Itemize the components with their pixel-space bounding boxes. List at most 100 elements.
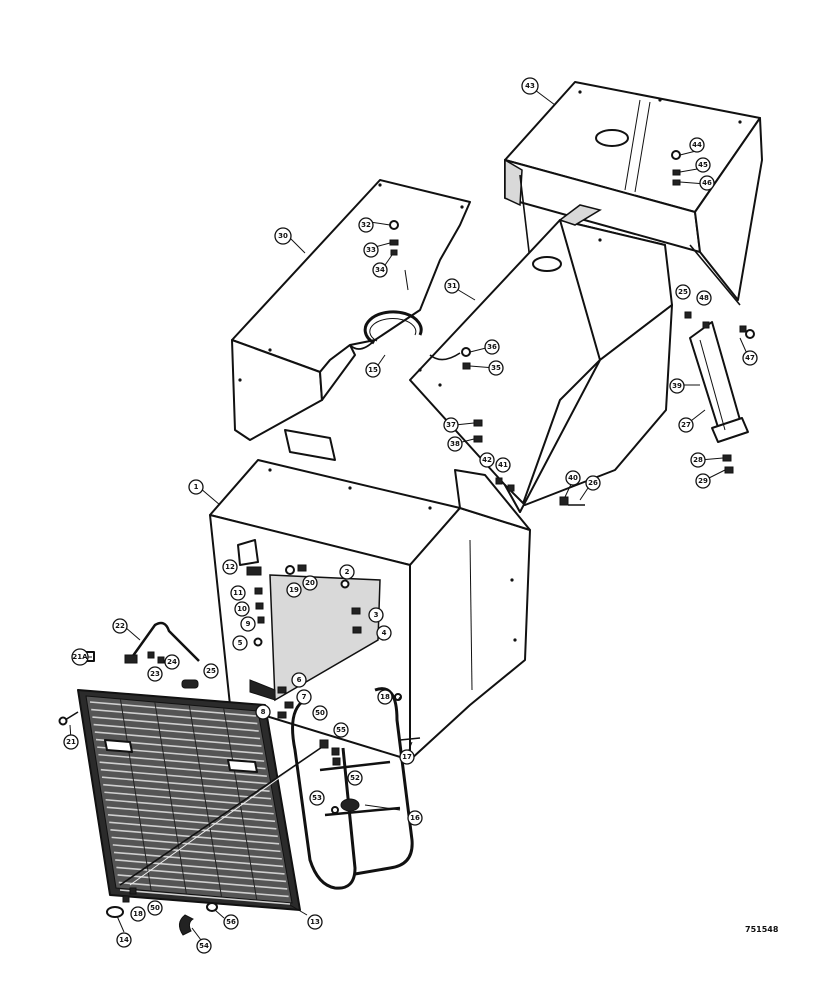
- callout-label: 43: [525, 82, 535, 90]
- callout-label: 40: [568, 474, 578, 482]
- callout-label: 9: [246, 620, 251, 628]
- callout: 50: [312, 705, 328, 721]
- callout-label: 56: [226, 918, 236, 926]
- callout-label: 33: [366, 246, 376, 254]
- callout: 43: [521, 77, 539, 95]
- callout: 11: [230, 585, 246, 601]
- callout-label: 25: [206, 667, 216, 675]
- callout: 34: [372, 262, 388, 278]
- grille-divider: [119, 698, 152, 892]
- grille-slat: [91, 708, 258, 725]
- callout-label: 18: [380, 693, 390, 701]
- callout-label: 1: [194, 483, 199, 491]
- callout: 47: [742, 350, 758, 366]
- callout-label: 23: [150, 670, 160, 678]
- callout: 50: [147, 900, 163, 916]
- grille-slat: [103, 783, 272, 800]
- callout-label: 11: [233, 589, 243, 597]
- callout-label: 6: [297, 676, 302, 684]
- callout-label: 13: [310, 918, 320, 926]
- callout: 9: [240, 616, 256, 632]
- callout-label: 48: [699, 294, 709, 302]
- callout: 18: [130, 906, 146, 922]
- grille-slat: [117, 874, 288, 890]
- rear-hood-panel: [504, 81, 763, 306]
- callout: 39: [669, 378, 685, 394]
- callout-label: 45: [698, 161, 708, 169]
- grille-slat: [111, 836, 281, 853]
- grille-slat: [104, 791, 273, 808]
- callout: 32: [358, 217, 374, 233]
- callout: 19: [286, 582, 302, 598]
- grille-slat: [109, 821, 278, 838]
- callout: 5: [232, 635, 248, 651]
- callout-label: 4: [382, 629, 387, 637]
- callout-label: 19: [289, 586, 299, 594]
- callout: 1: [188, 479, 204, 495]
- grille-slat: [92, 716, 259, 732]
- callout-label: 42: [482, 456, 492, 464]
- callout: 48: [696, 290, 712, 306]
- callout: 8: [255, 704, 271, 720]
- callout: 52: [347, 770, 363, 786]
- callout: 30: [274, 227, 292, 245]
- callout-labels: 43 44 45 46 30 32 33 34 31 15 36 35 37 3…: [63, 77, 758, 954]
- latch-rod: [119, 739, 329, 886]
- fasteners: [58, 150, 755, 936]
- grille-slat: [112, 844, 282, 860]
- callout: 53: [309, 790, 325, 806]
- callout: 10: [234, 601, 250, 617]
- callout: 33: [363, 242, 379, 258]
- callout: 29: [695, 473, 711, 489]
- grille-slat: [118, 881, 289, 898]
- callout-label: 24: [167, 658, 177, 666]
- callout-label: 27: [681, 421, 691, 429]
- callout: 6: [291, 672, 307, 688]
- callout: 45: [695, 157, 711, 173]
- callout-label: 8: [261, 708, 266, 716]
- callout: 31: [444, 278, 460, 294]
- callout-label: 44: [692, 141, 702, 149]
- callout-label: 3: [374, 611, 379, 619]
- callout: 28: [690, 452, 706, 468]
- callout: 42: [479, 452, 495, 468]
- callout-label: 39: [672, 382, 682, 390]
- callout-label: 54: [199, 942, 209, 950]
- grille-slat: [100, 768, 269, 785]
- top-cover-panel: [231, 179, 471, 441]
- callout: 7: [296, 689, 312, 705]
- callout: 40: [565, 470, 581, 486]
- callout-label: 35: [491, 364, 501, 372]
- callout-label: 12: [225, 563, 235, 571]
- grille-slat: [113, 851, 284, 868]
- callout: 24: [164, 654, 180, 670]
- callout-label: 30: [278, 232, 288, 240]
- grille-slat: [101, 776, 270, 792]
- grille-slat: [110, 829, 280, 845]
- grille-slat: [94, 731, 262, 747]
- callout: 55: [333, 722, 349, 738]
- callout-label: 50: [150, 904, 160, 912]
- callout-label: 7: [302, 693, 307, 701]
- grille-slat: [119, 889, 291, 905]
- grille-slat: [116, 866, 286, 883]
- rubber-ring: [363, 310, 423, 345]
- callout-label: 50: [315, 709, 325, 717]
- callout-label: 20: [305, 579, 315, 587]
- callout: 36: [484, 339, 500, 355]
- grille-slat: [115, 859, 285, 875]
- grille-divider: [154, 701, 187, 895]
- callout-label: 34: [375, 266, 385, 274]
- callout: 25: [675, 284, 691, 300]
- grille-slats: [89, 698, 291, 905]
- callout-label: 26: [588, 479, 598, 487]
- grille-slat: [99, 761, 267, 777]
- callout-label: 28: [693, 456, 703, 464]
- callout-label: 41: [498, 461, 508, 469]
- center-cover-panel: [409, 204, 673, 513]
- callout-label: 15: [368, 366, 378, 374]
- callout-label: 14: [119, 936, 129, 944]
- grille-divider: [223, 707, 258, 901]
- callout-label: 17: [402, 753, 412, 761]
- callout-label: 18: [133, 910, 143, 918]
